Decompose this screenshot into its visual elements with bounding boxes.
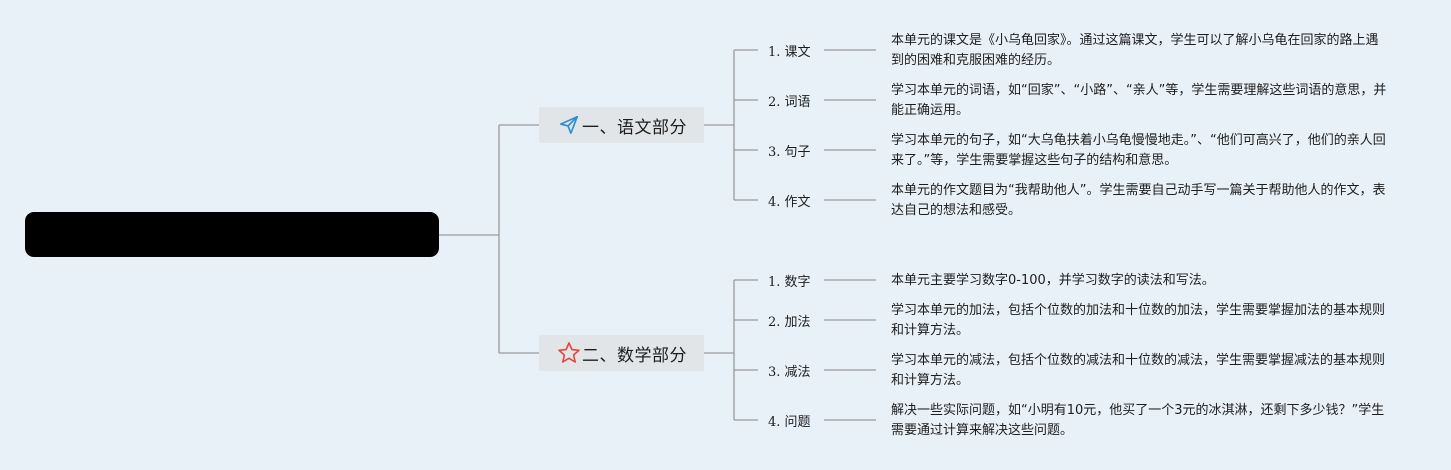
leaf-text-lesson[interactable]: 1. 课文: [768, 45, 811, 60]
desc-text-lesson[interactable]: 本单元的课文是《小乌龟回家》。通过这篇课文，学生可以了解小乌龟在回家的路上遇到的…: [891, 33, 1379, 68]
desc-composition[interactable]: 本单元的作文题目为“我帮助他人”。学生需要自己动手写一篇关于帮助他人的作文，表达…: [891, 183, 1386, 218]
desc-numbers[interactable]: 本单元主要学习数字0-100，并学习数字的读法和写法。: [891, 273, 1215, 288]
branch-label: 一、语文部分: [582, 117, 687, 138]
leaf-problems[interactable]: 4. 问题: [768, 415, 811, 430]
send-icon: [556, 112, 582, 138]
desc-sentences[interactable]: 学习本单元的句子，如“大乌龟扶着小乌龟慢慢地走。”、“他们可高兴了，他们的亲人回…: [891, 133, 1386, 168]
branch-chinese[interactable]: 一、语文部分: [539, 107, 704, 143]
desc-vocabulary[interactable]: 学习本单元的词语，如“回家”、“小路”、“亲人”等，学生需要理解这些词语的意思，…: [891, 83, 1387, 118]
branch-label: 二、数学部分: [582, 345, 687, 366]
leaf-numbers[interactable]: 1. 数字: [768, 275, 811, 290]
leaf-vocabulary[interactable]: 2. 词语: [768, 95, 811, 110]
desc-addition[interactable]: 学习本单元的加法，包括个位数的加法和十位数的加法，学生需要掌握加法的基本规则和计…: [891, 303, 1386, 338]
leaf-composition[interactable]: 4. 作文: [768, 195, 811, 210]
desc-subtraction[interactable]: 学习本单元的减法，包括个位数的减法和十位数的减法，学生需要掌握减法的基本规则和计…: [891, 353, 1386, 388]
leaf-subtraction[interactable]: 3. 减法: [768, 365, 811, 380]
leaf-addition[interactable]: 2. 加法: [768, 315, 811, 330]
branch-math[interactable]: 二、数学部分: [539, 335, 704, 371]
leaf-sentences[interactable]: 3. 句子: [768, 145, 811, 160]
desc-problems[interactable]: 解决一些实际问题，如“小明有10元，他买了一个3元的冰淇淋，还剩下多少钱？”学生…: [891, 403, 1385, 438]
star-icon: [556, 340, 582, 366]
root-node[interactable]: [25, 212, 439, 257]
